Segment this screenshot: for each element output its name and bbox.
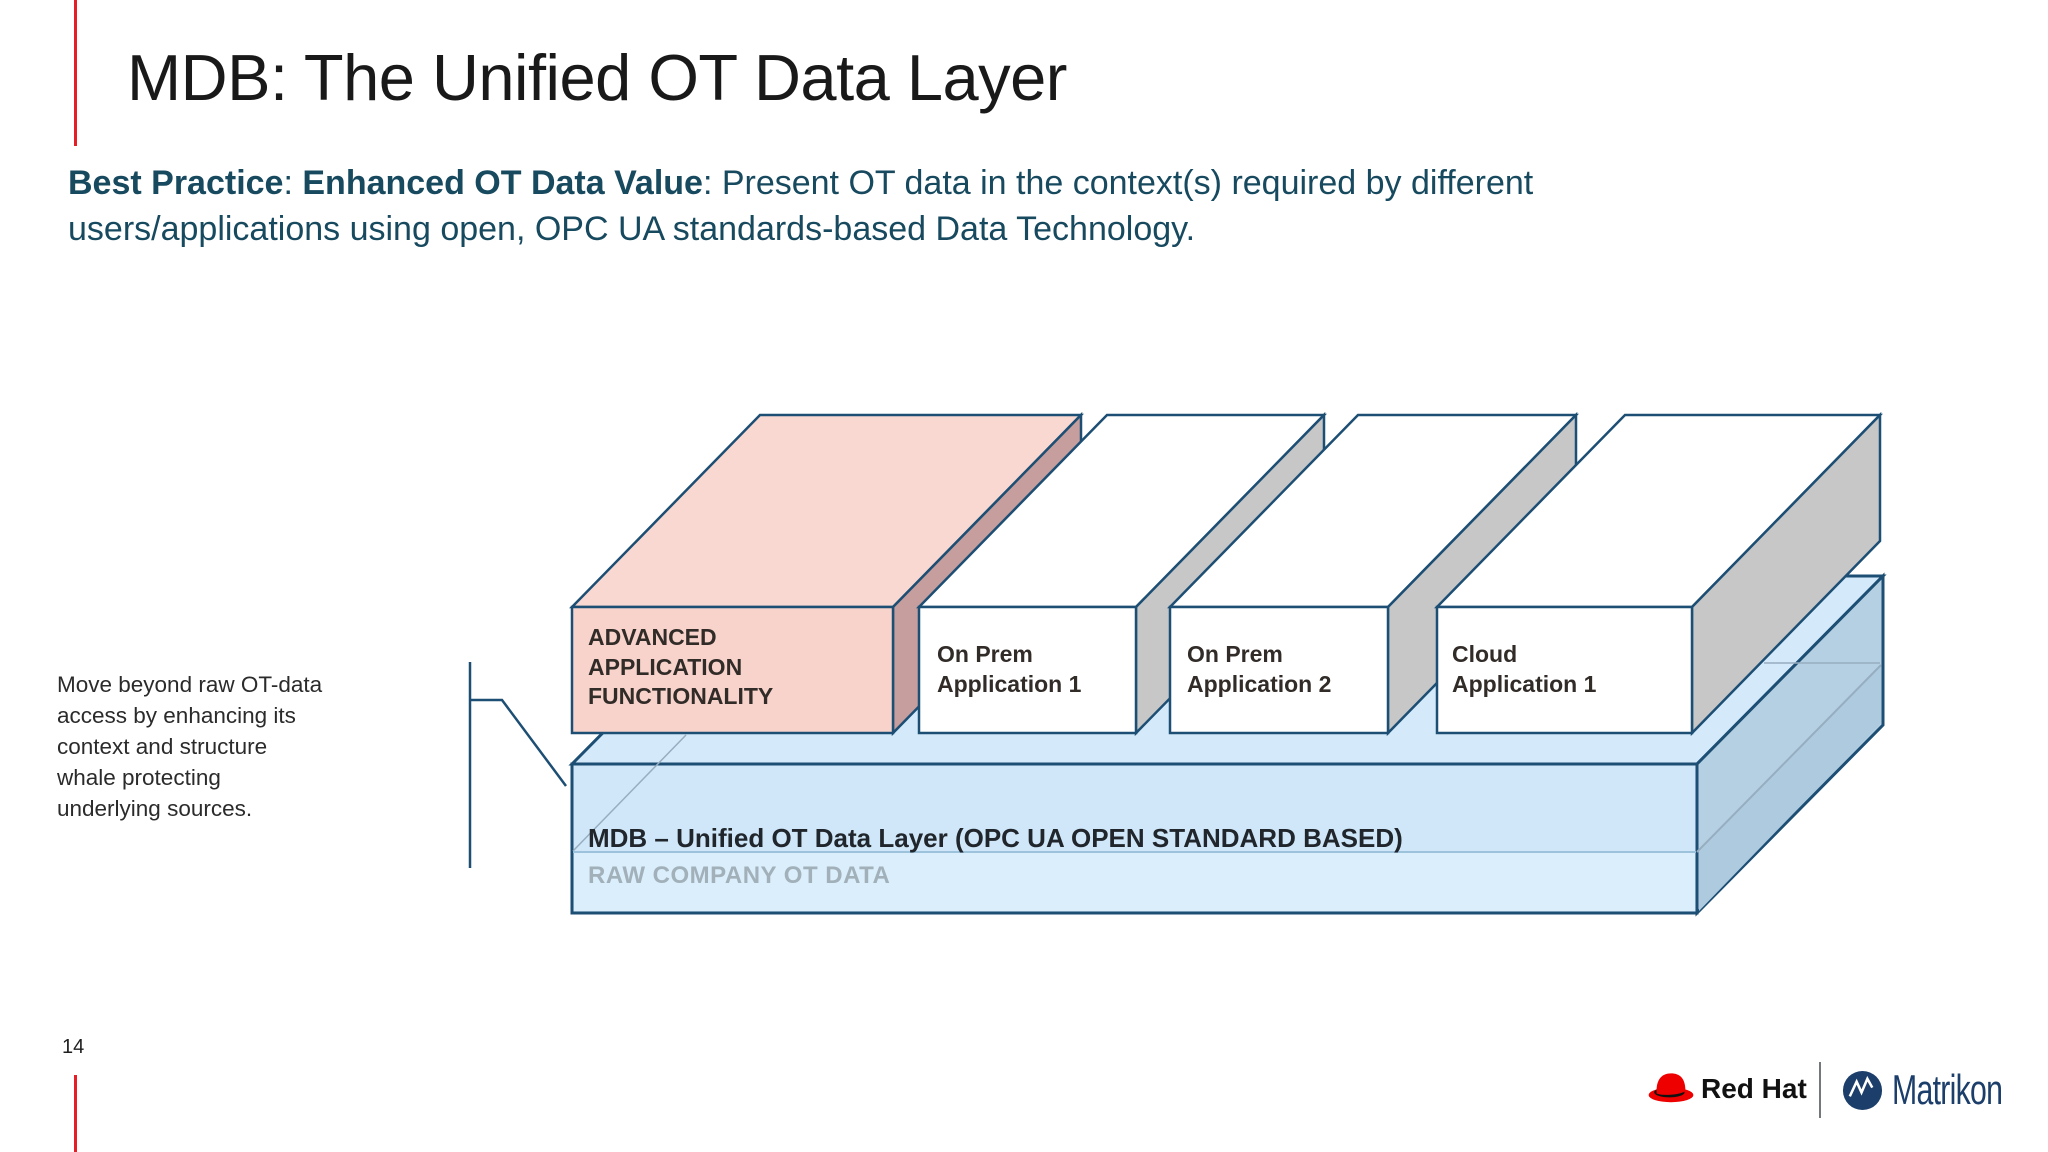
mdb-layer-label: MDB – Unified OT Data Layer (OPC UA OPEN… [588, 823, 1403, 853]
cloud1-box-front-face [1435, 605, 1694, 735]
redhat-wordmark: Red Hat [1701, 1073, 1807, 1104]
layer-divider-left-hidden [572, 734, 687, 852]
callout-pointer-line [468, 662, 568, 868]
advanced-box-label: ADVANCED APPLICATION FUNCTIONALITY [588, 624, 774, 709]
subtitle-separator: : [283, 164, 303, 202]
raw-layer-side-strip [1699, 666, 1881, 911]
onprem-application-2-box [1167, 411, 1579, 737]
subtitle-line2: users/applications using open, OPC UA st… [68, 210, 1196, 248]
page-title: MDB: The Unified OT Data Layer [127, 41, 1067, 114]
onprem2-box-label: On Prem Application 2 [1187, 641, 1332, 697]
advanced-box-front-face [570, 605, 895, 735]
layer-divider-side [1696, 664, 1882, 853]
cloud-application-1-box [1434, 411, 1883, 737]
top-accent-line [74, 0, 77, 146]
subtitle-bold-best-practice: Best Practice [68, 164, 284, 202]
onprem2-box-front-face [1168, 605, 1390, 735]
matrikon-icon [1842, 1070, 1883, 1111]
raw-layer-strip [574, 853, 1695, 911]
matrikon-wordmark: Matrikon [1892, 1066, 2003, 1113]
cloud1-box-label: Cloud Application 1 [1452, 641, 1597, 697]
redhat-fedora-icon [1648, 1073, 1694, 1103]
onprem1-box-front-face [917, 605, 1138, 735]
callout-text: Move beyond raw OT-data access by enhanc… [57, 672, 323, 821]
raw-data-label: RAW COMPANY OT DATA [588, 862, 891, 889]
subtitle-bold-enhanced-value: Enhanced OT Data Value [302, 164, 703, 202]
bottom-accent-line [74, 1075, 77, 1152]
logo-separator [1819, 1062, 1821, 1118]
subtitle-rest-line1: : Present OT data in the context(s) requ… [702, 164, 1534, 202]
best-practice-text: Best Practice: Enhanced OT Data Value: P… [68, 160, 1928, 252]
onprem1-box-label: On Prem Application 1 [937, 641, 1082, 697]
page-number: 14 [62, 1036, 85, 1058]
